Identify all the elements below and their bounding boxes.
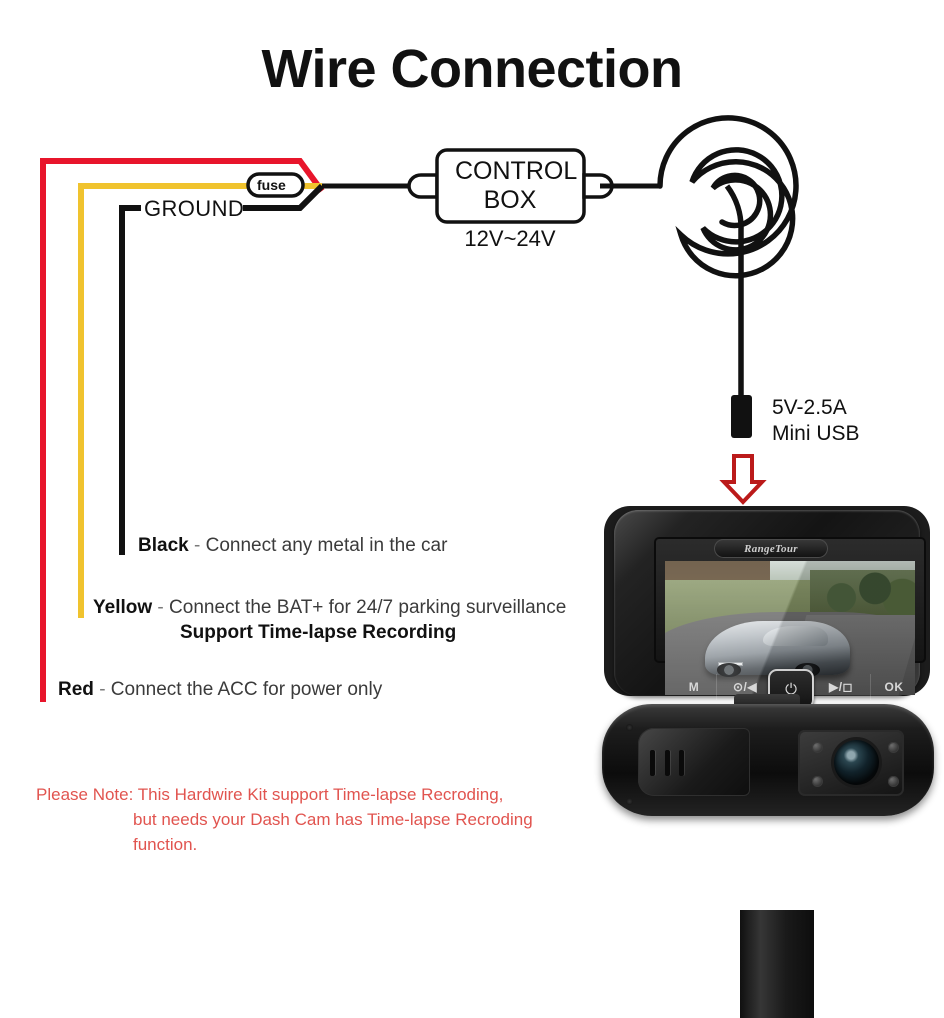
fuse-label: fuse xyxy=(257,177,286,193)
camera-body-center xyxy=(740,910,814,1018)
please-note-block: Please Note: This Hardwire Kit support T… xyxy=(36,782,533,857)
ground-label: GROUND xyxy=(144,196,245,221)
screen-car-wheel-front xyxy=(716,663,742,678)
fuse-capsule xyxy=(246,172,305,198)
page-title: Wire Connection xyxy=(261,39,683,99)
note-line-1: Please Note: This Hardwire Kit support T… xyxy=(36,785,504,804)
wire-connection-infographic: Wire Connection xyxy=(36,39,944,1018)
legend-red-dash: - xyxy=(99,679,106,700)
legend-red-name: Red xyxy=(58,679,94,700)
legend-black-dash: - xyxy=(193,535,201,556)
ok-button[interactable]: OK xyxy=(870,674,917,700)
black-wire-left xyxy=(119,205,141,553)
screen-car xyxy=(705,621,850,678)
red-wire xyxy=(40,158,325,690)
down-arrow-icon xyxy=(719,454,767,505)
brand-logo: RangeTour xyxy=(714,539,828,558)
screen-car-windshield xyxy=(763,625,829,646)
yellow-wire xyxy=(78,183,322,612)
legend-black: Black - Connect any metal in the car xyxy=(138,535,447,557)
control-box-label-line1: CONTROL xyxy=(455,157,578,185)
play-button[interactable]: ▶/◻ xyxy=(812,674,869,700)
ir-led-bottom-left xyxy=(812,776,823,787)
legend-black-name: Black xyxy=(138,535,189,556)
body-screw-top xyxy=(626,724,633,731)
legend-yellow-subtext: Support Time-lapse Recording xyxy=(180,622,457,643)
control-box-label-line2: BOX xyxy=(483,186,537,214)
legend-red-text: Connect the ACC for power only xyxy=(110,679,383,700)
voltage-label: 12V~24V xyxy=(464,226,556,251)
cable-run-down xyxy=(724,184,744,395)
camera-body xyxy=(602,704,934,1018)
brand-logo-text: RangeTour xyxy=(744,542,798,555)
screen-trees xyxy=(810,570,915,616)
wiring-diagram xyxy=(40,115,799,702)
note-line-3: function. xyxy=(133,835,198,854)
legend-yellow: Yellow - Connect the BAT+ for 24/7 parki… xyxy=(93,597,566,619)
usb-power-label: 5V-2.5A xyxy=(772,396,847,419)
body-screw-bottom xyxy=(626,798,633,805)
menu-button[interactable]: M xyxy=(688,680,700,694)
speaker-panel xyxy=(638,728,750,796)
ir-led-top-right xyxy=(888,742,899,753)
coiled-cable xyxy=(657,115,799,279)
record-button[interactable]: ⊙/◀ xyxy=(716,674,773,700)
speaker-grille-icon xyxy=(650,750,684,776)
usb-type-label: Mini USB xyxy=(772,422,860,445)
legend-yellow-text: Connect the BAT+ for 24/7 parking survei… xyxy=(169,597,567,618)
legend-black-text: Connect any metal in the car xyxy=(205,535,448,556)
legend-tick-yellow xyxy=(78,592,84,618)
dash-cam-screen-housing: RangeTour M ⊙/◀ ⏻ xyxy=(614,510,926,709)
mini-usb-plug xyxy=(731,395,752,438)
ir-led-bottom-right xyxy=(888,776,899,787)
legend-tick-black xyxy=(119,527,125,555)
legend-yellow-name: Yellow xyxy=(93,597,153,618)
ir-led-top-left xyxy=(812,742,823,753)
camera-lens xyxy=(834,740,879,785)
black-wire-ground xyxy=(243,183,325,211)
legend-yellow-dash: - xyxy=(157,597,164,618)
connector-left xyxy=(407,173,439,199)
dash-cam-device: RangeTour M ⊙/◀ ⏻ xyxy=(592,500,944,1018)
legend-red: Red - Connect the ACC for power only xyxy=(58,679,382,701)
legend-tick-red xyxy=(40,672,46,702)
note-line-2: but needs your Dash Cam has Time-lapse R… xyxy=(133,810,533,829)
